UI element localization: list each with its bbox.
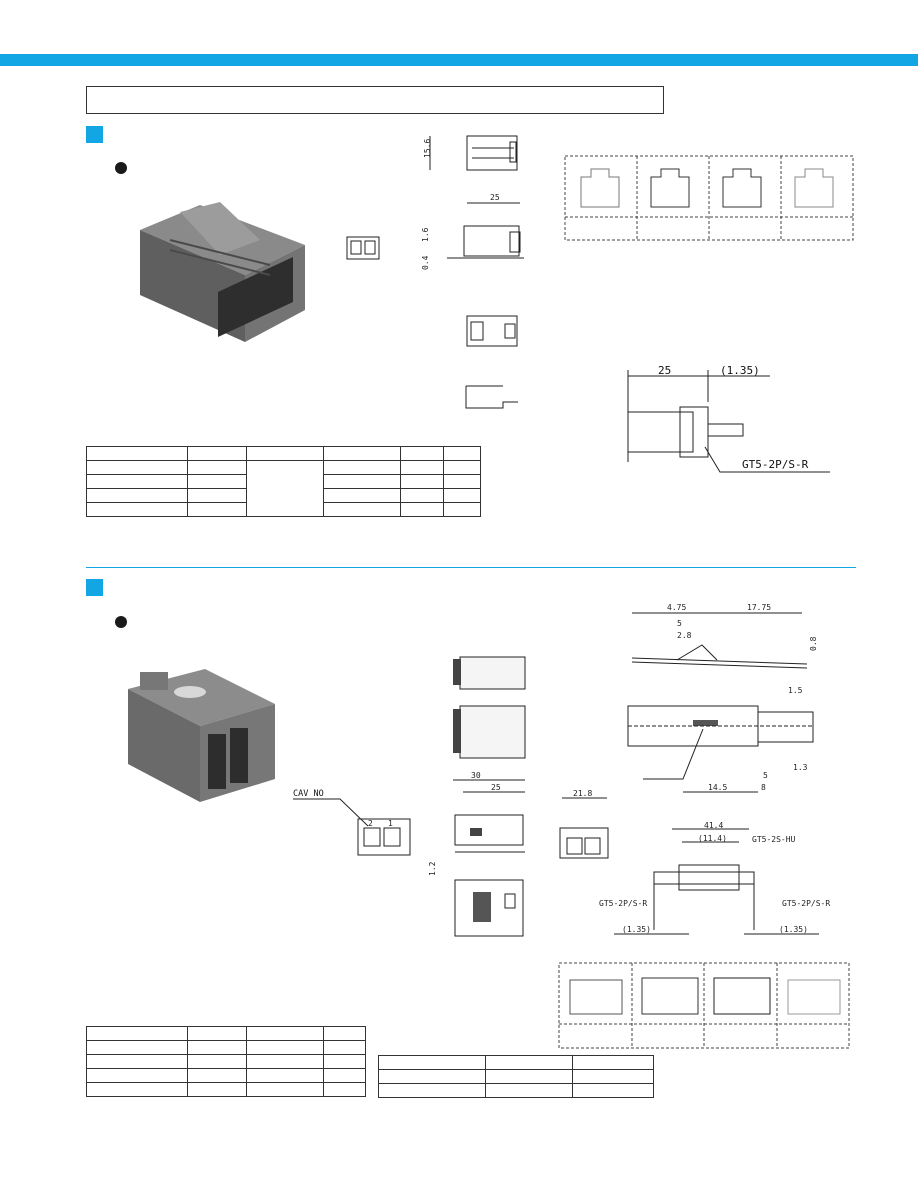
cavity-number-view: CAV NO 2 1 xyxy=(293,789,411,856)
dim-1-2: 1.2 xyxy=(428,861,437,876)
assembly-drawing-1: 25 (1.35) GT5-2P/S-R xyxy=(627,364,830,473)
top-view-1 xyxy=(466,315,518,347)
bottom-view-1 xyxy=(465,385,518,409)
dim-4-75: 4.75 xyxy=(667,603,686,612)
dim-25: 25 xyxy=(491,783,501,792)
connector-photo-1 xyxy=(140,202,305,342)
spec-table-3 xyxy=(378,1055,654,1098)
connector-photo-2 xyxy=(128,669,275,802)
dim-41-4: 41.4 xyxy=(704,821,723,830)
cav-1: 1 xyxy=(388,819,393,828)
color-variants-1 xyxy=(564,155,854,241)
length-dim: 25 xyxy=(490,193,500,202)
dim-5-mid: 5 xyxy=(763,771,768,780)
section-2-marker xyxy=(86,579,103,596)
dim-5: 5 xyxy=(677,619,682,628)
assy1-length: 25 xyxy=(658,364,671,377)
section-2-bullet xyxy=(115,616,127,628)
assy1-part-label: GT5-2P/S-R xyxy=(742,458,809,471)
assy1-offset: (1.35) xyxy=(720,364,760,377)
assy2-right-label: GT5-2P/S-R xyxy=(782,899,830,908)
height-dim: 15.6 xyxy=(423,139,432,158)
color-variants-2 xyxy=(558,962,850,1049)
assy2-left-label: GT5-2P/S-R xyxy=(599,899,647,908)
spec-table-1 xyxy=(86,446,481,517)
top-accent-bar xyxy=(0,54,918,66)
dim-21-8: 21.8 xyxy=(573,789,592,798)
spec-table-2 xyxy=(86,1026,366,1097)
dim-1-5: 1.5 xyxy=(788,686,803,695)
end-view-2: 21.8 xyxy=(559,789,609,859)
assembly-drawing-2: 41.4 (11.4) GT5-2S-HU GT5-2P/S-R GT5-2P/… xyxy=(599,821,830,935)
section-1-bullet xyxy=(115,162,127,174)
dim-11-4: (11.4) xyxy=(698,834,727,843)
section-divider xyxy=(86,567,856,568)
dim-0-8: 0.8 xyxy=(809,636,818,651)
section-1-marker xyxy=(86,126,103,143)
front-view-small xyxy=(346,236,380,260)
dim-8: 8 xyxy=(761,783,766,792)
assy2-top-label: GT5-2S-HU xyxy=(752,835,796,844)
side-drawing-1: 15.6 25 1.6 0.4 xyxy=(421,135,524,270)
dim-2-8: 2.8 xyxy=(677,631,692,640)
assy2-right-offset: (1.35) xyxy=(779,925,808,934)
d2-dim: 0.4 xyxy=(421,255,430,270)
title-box xyxy=(86,86,664,114)
dim-14-5: 14.5 xyxy=(708,783,727,792)
dim-1-3: 1.3 xyxy=(793,763,808,772)
mid-drawing-2: 1.5 14.5 8 5 1.3 xyxy=(627,686,814,793)
dim-30: 30 xyxy=(471,771,481,780)
cav-no-label: CAV NO xyxy=(293,789,324,799)
cav-2: 2 xyxy=(368,819,373,828)
front-drawing-2: 30 25 1.2 xyxy=(428,771,525,937)
dim-17-75: 17.75 xyxy=(747,603,771,612)
top-drawing-2: 4.75 17.75 5 2.8 0.8 xyxy=(631,603,818,669)
d1-dim: 1.6 xyxy=(421,227,430,242)
assy2-left-offset: (1.35) xyxy=(622,925,651,934)
side-views-2 xyxy=(453,656,526,759)
